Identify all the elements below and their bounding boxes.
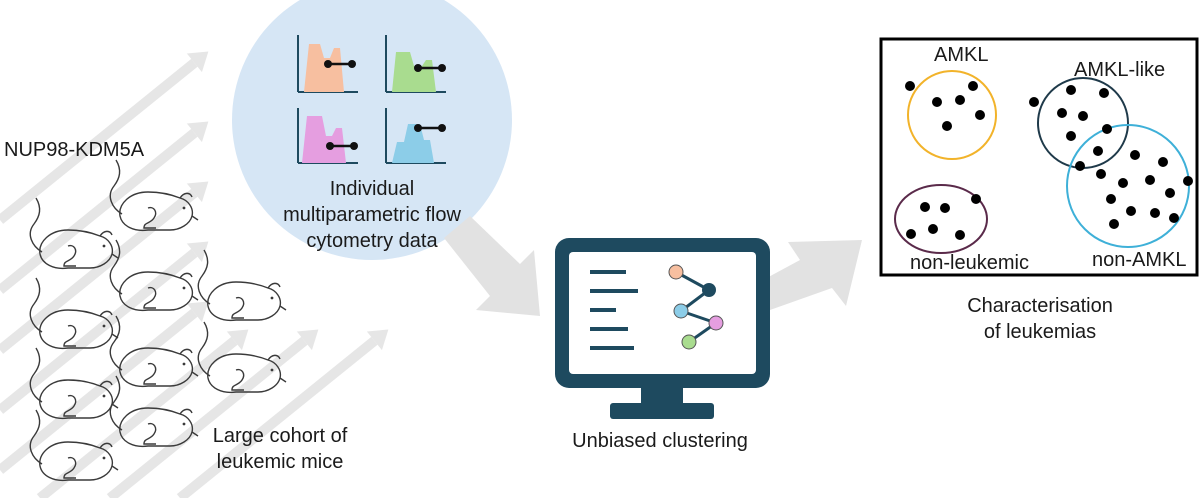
cluster-non-leukemic xyxy=(894,184,988,254)
streak-arrow xyxy=(0,128,198,294)
cluster-amkl xyxy=(907,70,997,160)
flow-label-line2: multiparametric flow xyxy=(283,204,461,226)
streak-arrow xyxy=(176,336,378,498)
histogram-icon xyxy=(297,35,358,93)
histogram-icon xyxy=(385,108,446,164)
streak-arrow-head xyxy=(186,121,209,143)
cluster-non-amkl xyxy=(1066,124,1190,248)
histogram-icon xyxy=(385,35,446,93)
arrow-to-characterisation xyxy=(748,240,862,310)
characterisation-label-line2: of leukemias xyxy=(983,321,1097,343)
streak-arrow-head xyxy=(186,301,209,323)
arrow-to-clustering xyxy=(444,216,540,316)
streak-arrow xyxy=(36,336,238,498)
streak-arrow xyxy=(0,58,198,224)
cluster-label-non-leukemic: non-leukemic xyxy=(910,252,1029,274)
flow-label-line1: Individual xyxy=(329,178,415,200)
streak-arrow xyxy=(0,308,198,474)
cluster-dots xyxy=(905,81,1193,240)
mouse-icon xyxy=(197,249,287,322)
cluster-label-amkl: AMKL xyxy=(934,44,989,66)
cohort-label-line2: leukemic mice xyxy=(216,451,344,473)
characterisation-label-line1: Characterisation xyxy=(967,295,1113,317)
streak-arrow-head xyxy=(226,329,249,351)
construct-label: NUP98-KDM5A xyxy=(4,139,145,161)
streak-arrow xyxy=(106,336,308,498)
clustering-label: Unbiased clustering xyxy=(572,430,748,452)
streak-arrow xyxy=(0,248,198,414)
list-lines xyxy=(590,270,638,350)
characterisation-panel xyxy=(879,37,1199,277)
streak-arrow-head xyxy=(186,181,209,203)
streak-arrow-head xyxy=(186,51,209,73)
flow-label-line3: cytometry data xyxy=(306,230,438,252)
streak-arrow-head xyxy=(366,329,389,351)
streak-arrow-head xyxy=(296,329,319,351)
computer-monitor-icon xyxy=(555,238,770,419)
cluster-label-non-amkl: non-AMKL xyxy=(1092,249,1187,271)
cohort-label-line1: Large cohort of xyxy=(212,425,348,447)
streak-arrow-head xyxy=(186,241,209,263)
histogram-icon xyxy=(297,108,358,164)
cluster-label-amkl-like: AMKL-like xyxy=(1074,59,1166,81)
network-graph-icon xyxy=(668,264,724,350)
